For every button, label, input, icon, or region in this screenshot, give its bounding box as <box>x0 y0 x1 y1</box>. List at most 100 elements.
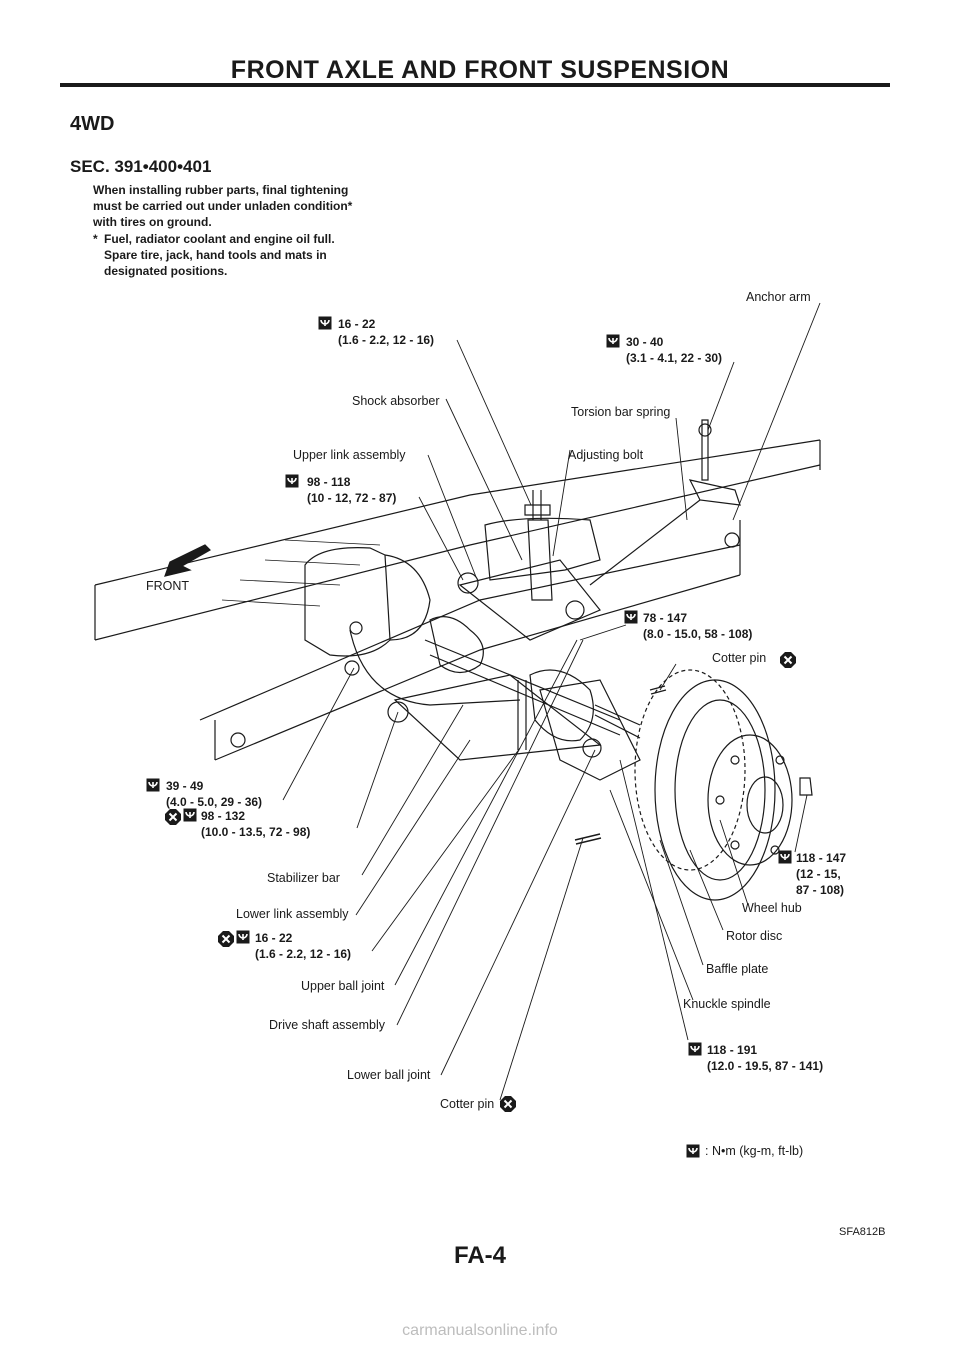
always-replace-icon <box>165 809 181 825</box>
wheel-hub <box>707 734 793 866</box>
leader-line <box>619 759 689 1041</box>
lower-shock-rod <box>517 680 527 750</box>
leader-line <box>659 839 704 966</box>
torque-wrench-icon <box>183 808 197 822</box>
torque-spec-upper-link: 98 - 118(10 - 12, 72 - 87) <box>307 475 397 505</box>
leader-line <box>282 667 355 801</box>
torque-spec-hub-nut: 118 - 147(12 - 15,87 - 108) <box>796 851 847 897</box>
section-title: 4WD <box>70 113 115 135</box>
leader-line <box>609 789 694 1001</box>
stabilizer-bushing <box>344 660 360 676</box>
label-wheel-hub: Wheel hub <box>742 901 802 915</box>
torque-spec-lower-ball-joint: 118 - 191(12.0 - 19.5, 87 - 141) <box>707 1043 824 1073</box>
leader-line <box>794 794 808 853</box>
torque-wrench-icon <box>606 334 620 348</box>
frame-hole <box>724 532 740 548</box>
upper-link-bushing <box>457 572 479 594</box>
label-upper-link-assembly: Upper link assembly <box>293 448 406 462</box>
upper-ball-joint-stud <box>565 600 585 620</box>
frame-web <box>94 440 821 760</box>
upper-link-arm <box>458 559 601 641</box>
note-star-line: Spare tire, jack, hand tools and mats in <box>104 247 327 262</box>
label-upper-ball-joint: Upper ball joint <box>301 979 385 993</box>
leader-line <box>456 339 532 506</box>
anchor-arm <box>688 479 741 506</box>
label-torsion-bar-spring: Torsion bar spring <box>571 405 671 419</box>
note-star-line: designated positions. <box>104 264 228 279</box>
adjusting-bolt <box>701 419 709 481</box>
leader-line <box>689 849 724 931</box>
leader-line <box>396 639 584 1026</box>
label-drive-shaft-assembly: Drive shaft assembly <box>269 1018 386 1032</box>
frame-hole <box>230 732 246 748</box>
label-adjusting-bolt: Adjusting bolt <box>568 448 644 462</box>
front-arrow <box>164 544 211 577</box>
torque-spec-upper-ball-joint: 78 - 147(8.0 - 15.0, 58 - 108) <box>643 611 753 641</box>
sec-number: SEC. 391•400•401 <box>70 157 212 176</box>
note-star-line: Fuel, radiator coolant and engine oil fu… <box>104 231 335 246</box>
torque-wrench-icon <box>318 316 332 330</box>
wheel-hub-cap <box>746 776 784 834</box>
wheel-hub-bolt <box>770 845 780 855</box>
shock-mount-nut <box>524 504 551 516</box>
lower-ball-joint-stud <box>582 738 602 758</box>
torque-spec-lower-link: 98 - 132(10.0 - 13.5, 72 - 98) <box>201 809 311 839</box>
wheel-hub-bolt <box>730 755 740 765</box>
baffle-plate <box>634 669 746 871</box>
label-baffle-plate: Baffle plate <box>706 962 769 976</box>
shock-absorber-body <box>527 519 553 601</box>
leader-line <box>427 454 477 578</box>
page-header-title: FRONT AXLE AND FRONT SUSPENSION <box>230 56 730 84</box>
leader-line <box>707 361 735 431</box>
note-star: * <box>93 231 98 246</box>
torsion-bar-spring <box>589 499 701 586</box>
leader-line <box>499 837 584 1101</box>
wheel-hub-bolt <box>730 840 740 850</box>
torque-unit-legend: : N•m (kg-m, ft-lb) <box>705 1144 804 1158</box>
leader-line <box>371 747 521 952</box>
leader-line <box>659 663 677 691</box>
wheel-hub-bolt <box>775 755 785 765</box>
label-anchor-arm: Anchor arm <box>746 290 811 304</box>
torque-spec-stabilizer: 39 - 49(4.0 - 5.0, 29 - 36) <box>166 779 263 809</box>
frame-rail-lower <box>214 574 741 761</box>
cotter-pin-part <box>574 833 602 845</box>
drive-shaft-boot-inner <box>429 616 484 674</box>
frame-rail-mid <box>94 464 821 641</box>
note-line: with tires on ground. <box>93 215 212 230</box>
leader-line <box>552 449 571 557</box>
label-lower-link-assembly: Lower link assembly <box>236 907 349 921</box>
leader-line <box>675 417 688 521</box>
torque-wrench-icon <box>778 850 792 864</box>
torque-wrench-icon <box>688 1042 702 1056</box>
torque-spec-shock-upper: 16 - 22(1.6 - 2.2, 12 - 16) <box>338 317 435 347</box>
rotor-disc <box>654 679 776 901</box>
leader-line <box>440 749 596 1076</box>
frame-rail-top <box>94 439 821 586</box>
leader-line <box>418 496 464 581</box>
frame-guide-lines <box>221 539 381 607</box>
leader-line <box>361 704 464 876</box>
label-front: FRONT <box>146 579 190 593</box>
leader-line <box>579 624 627 641</box>
stabilizer-bushing <box>349 621 363 635</box>
label-lower-ball-joint: Lower ball joint <box>347 1068 431 1082</box>
lower-link-arm <box>393 674 602 761</box>
label-shock-absorber: Shock absorber <box>352 394 440 408</box>
leader-line <box>394 639 578 986</box>
torque-wrench-icon <box>624 610 638 624</box>
page-number: FA-4 <box>453 1242 506 1269</box>
torque-wrench-icon <box>146 778 160 792</box>
leader-line <box>732 302 821 521</box>
leader-line <box>719 819 749 906</box>
always-replace-icon <box>780 652 796 668</box>
differential-housing <box>304 547 391 657</box>
differential-cover <box>384 554 431 641</box>
spindle-shaft <box>594 704 641 739</box>
torque-spec-shock-lower: 16 - 22(1.6 - 2.2, 12 - 16) <box>255 931 352 961</box>
leader-line <box>355 739 471 916</box>
torque-wrench-icon <box>285 474 299 488</box>
label-stabilizer-bar: Stabilizer bar <box>267 871 340 885</box>
note-line: When installing rubber parts, final tigh… <box>93 183 349 197</box>
knuckle-spindle <box>539 679 641 781</box>
